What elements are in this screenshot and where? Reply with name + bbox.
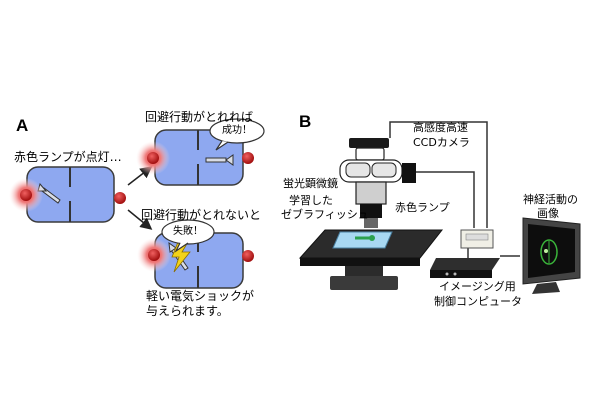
label-red-lamp-on: 赤色ランプが点灯… — [14, 150, 122, 164]
label-computer-line2: 制御コンピュータ — [434, 295, 522, 308]
red-lamp-off — [242, 152, 254, 164]
panel-label-a: A — [16, 116, 29, 135]
controller-box — [460, 229, 494, 249]
arrow-to-failure — [127, 209, 153, 230]
label-neural-line2: 画像 — [537, 207, 559, 220]
red-lamp-glowing — [9, 178, 43, 212]
red-lamp-glowing — [137, 238, 171, 272]
bubble-failure-text: 失敗！ — [173, 226, 203, 237]
label-if-fail: 回避行動がとれないと — [141, 208, 262, 222]
computer-tower — [430, 258, 500, 278]
label-computer-line1: イメージング用 — [439, 280, 516, 293]
fish-dish — [332, 231, 393, 249]
red-lamp-off — [114, 192, 126, 204]
label-red-lamp: 赤色ランプ — [395, 201, 450, 214]
label-microscope: 蛍光顕微鏡 — [283, 177, 338, 190]
red-lamp-off — [242, 250, 254, 262]
neural-activity-image — [540, 239, 558, 265]
speech-bubble-failure — [161, 219, 215, 253]
label-fish-line1: 学習した — [289, 194, 333, 207]
panel-label-b: B — [299, 112, 312, 131]
zebrafish-icon — [205, 154, 234, 166]
microscope-icon — [339, 138, 416, 228]
red-lamp-glowing — [136, 141, 170, 175]
label-camera-line1: 高感度高速 — [413, 121, 468, 134]
label-neural-line1: 神経活動の — [523, 193, 578, 206]
label-if-avoid: 回避行動がとれれば — [145, 110, 254, 124]
speech-bubble-success — [209, 118, 265, 151]
cables — [389, 121, 520, 258]
bubble-success-text: 成功！ — [222, 125, 252, 136]
label-shock-line2: 与えられます。 — [146, 304, 229, 318]
label-camera-line2: CCDカメラ — [413, 136, 470, 149]
label-fish-line2: ゼブラフィッシュ — [281, 208, 369, 221]
label-shock-line1: 軽い電気ショックが — [146, 289, 255, 303]
monitor — [522, 217, 581, 294]
